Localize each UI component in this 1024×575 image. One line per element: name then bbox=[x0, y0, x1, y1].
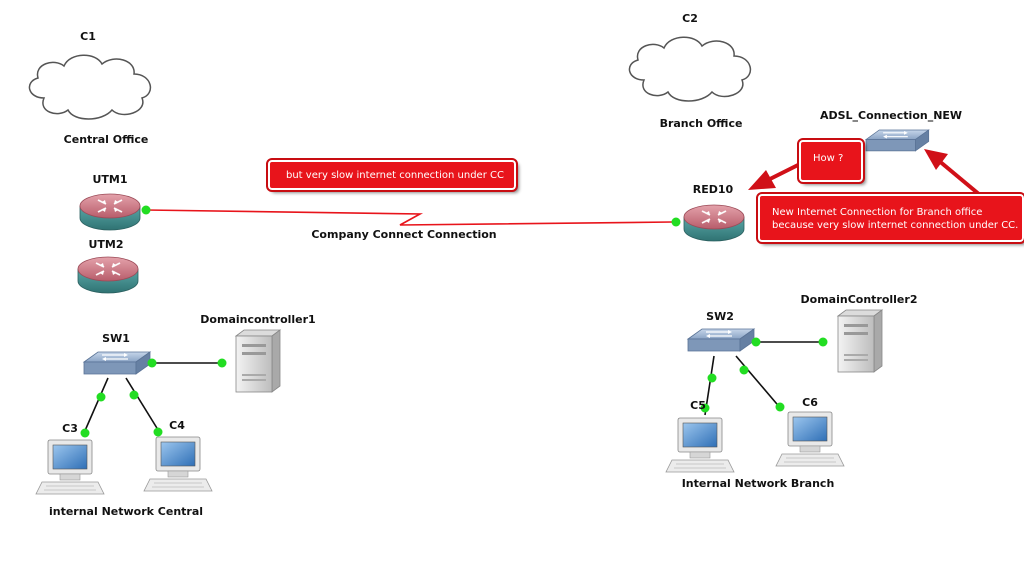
internal-central-label: internal Network Central bbox=[48, 505, 204, 518]
computer-icon[interactable] bbox=[665, 417, 735, 473]
router-icon[interactable] bbox=[79, 193, 141, 231]
cloud-icon[interactable] bbox=[628, 36, 752, 102]
links bbox=[83, 209, 823, 434]
new-connection-arrow-shaft bbox=[936, 158, 982, 197]
port-dot bbox=[739, 365, 749, 375]
adsl-label: ADSL_Connection_NEW bbox=[819, 109, 963, 122]
port-dot bbox=[80, 428, 90, 438]
dc1-label: Domaincontroller1 bbox=[200, 313, 316, 326]
computer-icon[interactable] bbox=[775, 411, 845, 467]
port-dot bbox=[96, 392, 106, 402]
sw2-c6-link[interactable] bbox=[735, 355, 783, 411]
c6-label: C6 bbox=[802, 396, 818, 409]
c4-label: C4 bbox=[169, 419, 185, 432]
cloud-c1-label: C1 bbox=[80, 30, 96, 43]
central-office-label: Central Office bbox=[63, 133, 149, 146]
server-icon[interactable] bbox=[837, 309, 883, 373]
sw1-label: SW1 bbox=[102, 332, 130, 345]
switch-icon[interactable] bbox=[83, 351, 151, 375]
new-connection-callout: New Internet Connection for Branch offic… bbox=[756, 192, 1024, 244]
arrows bbox=[748, 149, 982, 197]
port-dot bbox=[153, 427, 163, 437]
callout-text: How ? bbox=[813, 153, 844, 164]
callout-text: New Internet Connection for Branch offic… bbox=[772, 207, 1019, 231]
port-dot bbox=[707, 373, 717, 383]
how-callout: How ? bbox=[797, 138, 865, 184]
how-arrow-head bbox=[748, 170, 776, 190]
new-connection-arrow-head bbox=[924, 149, 948, 170]
port-dot bbox=[751, 337, 761, 347]
server-icon[interactable] bbox=[235, 329, 281, 393]
how-arrow-shaft bbox=[767, 162, 801, 182]
cloud-icon[interactable] bbox=[28, 54, 152, 120]
port-dots bbox=[80, 205, 828, 438]
computer-icon[interactable] bbox=[143, 436, 213, 492]
slow-connection-callout: but very slow internet connection under … bbox=[266, 158, 518, 192]
port-dot bbox=[147, 358, 157, 368]
c3-label: C3 bbox=[62, 422, 78, 435]
port-dot bbox=[700, 403, 710, 413]
company-connect-label: Company Connect Connection bbox=[311, 228, 497, 241]
dc2-label: DomainController2 bbox=[800, 293, 918, 306]
port-dot bbox=[141, 205, 151, 215]
sw2-label: SW2 bbox=[706, 310, 734, 323]
internal-branch-label: Internal Network Branch bbox=[681, 477, 835, 490]
c5-label: C5 bbox=[690, 399, 706, 412]
port-dot bbox=[129, 390, 139, 400]
port-dot bbox=[671, 217, 681, 227]
adsl-switch[interactable] bbox=[865, 129, 930, 152]
utm1-label: UTM1 bbox=[92, 173, 128, 186]
company-connect-link[interactable] bbox=[145, 209, 673, 226]
branch-office-label: Branch Office bbox=[659, 117, 743, 130]
sw1-c4-link[interactable] bbox=[125, 377, 161, 434]
switch-icon[interactable] bbox=[865, 129, 930, 152]
port-dot bbox=[217, 358, 227, 368]
port-dot bbox=[818, 337, 828, 347]
callout-text: but very slow internet connection under … bbox=[286, 170, 504, 181]
utm2-label: UTM2 bbox=[88, 238, 124, 251]
port-dot bbox=[775, 402, 785, 412]
router-icon[interactable] bbox=[77, 256, 139, 294]
switch-icon[interactable] bbox=[687, 328, 755, 352]
router-icon[interactable] bbox=[683, 204, 745, 242]
red10-label: RED10 bbox=[692, 183, 734, 196]
sw1-c3-link[interactable] bbox=[83, 377, 109, 434]
computer-icon[interactable] bbox=[35, 439, 105, 495]
cloud-c2-label: C2 bbox=[682, 12, 698, 25]
